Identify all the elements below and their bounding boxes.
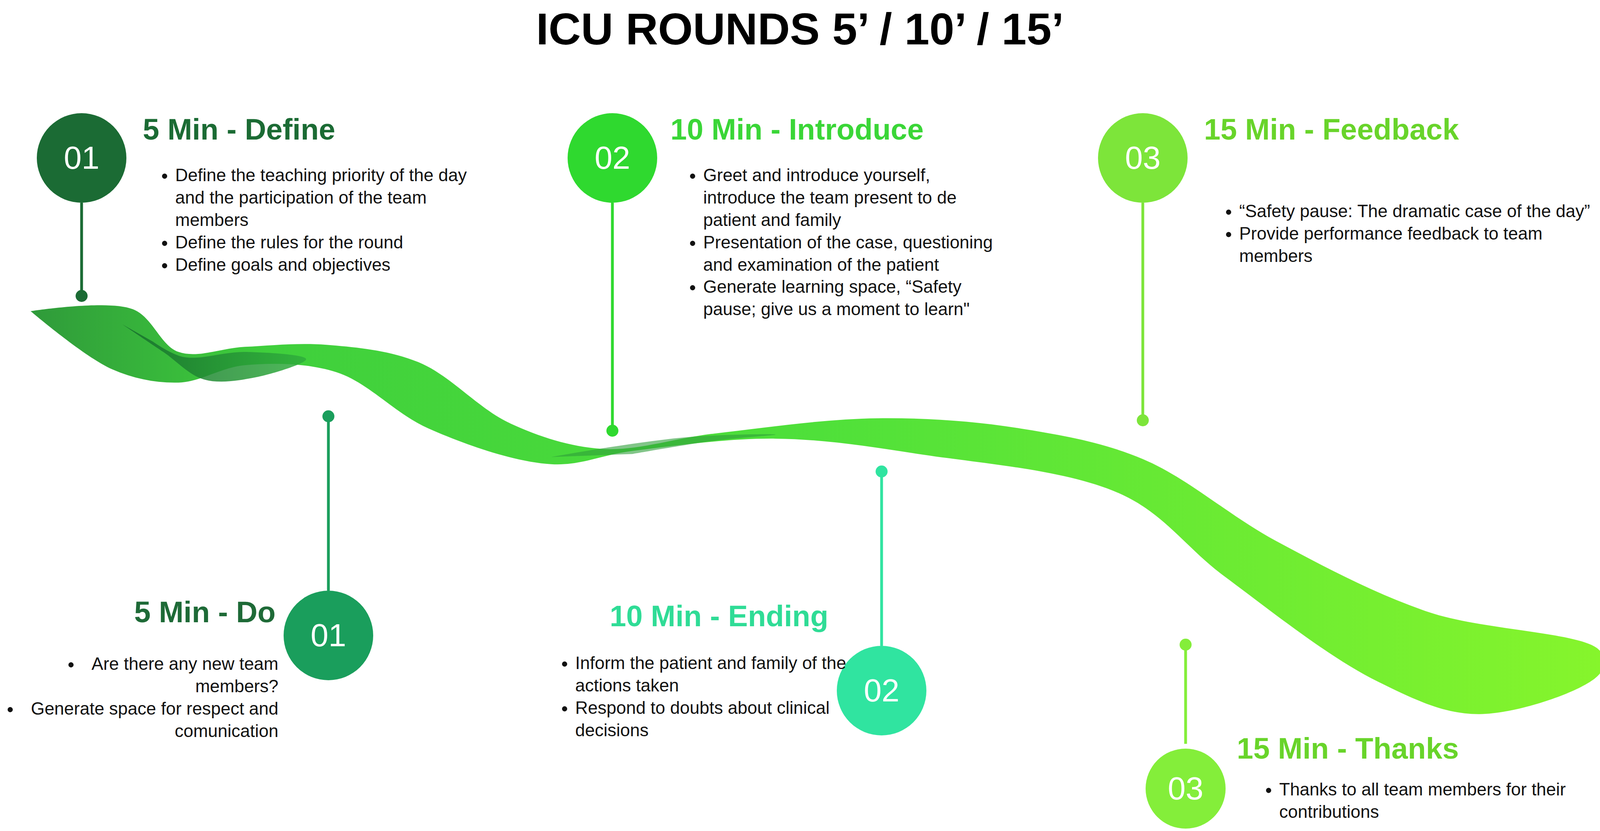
ribbon [30, 305, 1600, 715]
leader-dot [606, 424, 619, 437]
bullet-list: “Safety pause: The dramatic case of the … [1216, 200, 1600, 268]
step-circle: 015 Min - DefineDefine the teaching prio… [36, 113, 127, 203]
title: ICU ROUNDS 5’ / 10’ / 15’ [0, 3, 1600, 55]
step-number: 03 [1145, 748, 1226, 829]
ribbon-band [30, 305, 1600, 715]
bullet-item: Provide performance feedback to team mem… [1239, 222, 1600, 268]
step-heading: 5 Min - Define [142, 112, 336, 148]
leader-line [1141, 202, 1145, 421]
leader-dot [1179, 638, 1192, 651]
step-heading: 10 Min - Ending [609, 598, 829, 635]
leader-line [327, 416, 330, 591]
step-heading: 15 Min - Feedback [1204, 112, 1459, 148]
bullet-list: Thanks to all team members for their con… [1256, 778, 1600, 824]
bullet-item: Define the teaching priority of the day … [175, 164, 480, 232]
step-number: 02 [836, 646, 927, 736]
leader-line [80, 202, 84, 296]
bullet-item: Presentation of the case, questioning an… [703, 231, 1008, 276]
bullet-list: Are there any new team members?Generate … [6, 652, 279, 743]
step-circle: 0210 Min - EndingInform the patient and … [836, 646, 927, 736]
bullet-list: Greet and introduce yourself, introduce … [680, 164, 1008, 321]
step-circle: 0315 Min - ThanksThanks to all team memb… [1145, 748, 1226, 829]
bullet-item: Define the rules for the round [175, 231, 480, 254]
bullet-item: Generate space for respect and comunicat… [6, 697, 279, 743]
bullet-item: Inform the patient and family of the act… [575, 652, 852, 697]
leader-dot [75, 290, 88, 302]
leader-dot [875, 465, 888, 478]
leader-line [1184, 644, 1188, 744]
bullet-list: Define the teaching priority of the day … [152, 164, 480, 276]
bullet-item: Thanks to all team members for their con… [1279, 778, 1600, 824]
step-heading: 5 Min - Do [134, 594, 276, 631]
step-circle: 0210 Min - IntroduceGreet and introduce … [567, 113, 658, 203]
step-circle: 015 Min - DoAre there any new team membe… [283, 590, 374, 681]
bullet-item: Are there any new team members? [6, 652, 279, 698]
bullet-item: Define goals and objectives [175, 253, 480, 276]
bullet-item: Greet and introduce yourself, introduce … [703, 164, 1008, 232]
step-circle: 0315 Min - Feedback“Safety pause: The dr… [1098, 113, 1188, 203]
leader-dot [322, 410, 335, 423]
leader-line [611, 202, 614, 431]
step-heading: 10 Min - Introduce [670, 112, 924, 148]
bullet-item: Generate learning space, “Safety pause; … [703, 275, 1008, 321]
leader-line [880, 471, 884, 646]
bullet-list: Inform the patient and family of the act… [552, 652, 852, 742]
step-heading: 15 Min - Thanks [1236, 731, 1459, 767]
ribbon-twist [122, 324, 306, 382]
step-number: 01 [283, 590, 374, 681]
step-number: 02 [567, 113, 658, 203]
bullet-item: Respond to doubts about clinical decisio… [575, 696, 852, 742]
bullet-item: “Safety pause: The dramatic case of the … [1239, 200, 1600, 223]
step-number: 03 [1098, 113, 1188, 203]
leader-dot [1136, 414, 1149, 427]
step-number: 01 [36, 113, 127, 203]
ribbon-twist [551, 434, 776, 458]
